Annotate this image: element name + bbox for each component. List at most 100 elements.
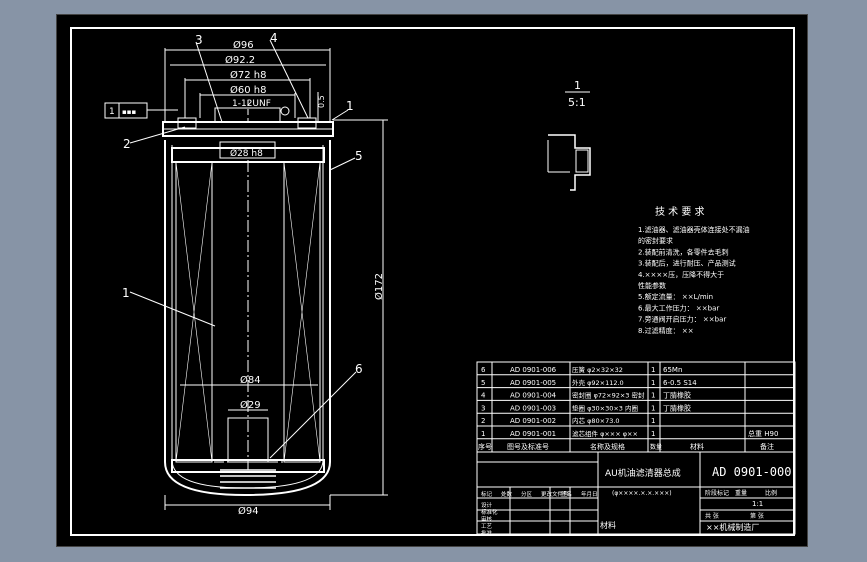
scale-value: 1:1 — [752, 500, 763, 508]
cap-seal-left — [177, 117, 197, 129]
part-code: AD 0901-003 — [510, 404, 556, 412]
datum-box-b: ▪▪▪ — [122, 108, 136, 116]
stage-label: 重量 — [735, 489, 747, 497]
part-no: 4 — [481, 392, 486, 400]
part-name: 压簧 φ2×32×32 — [572, 365, 623, 374]
revision-label: 标记 — [481, 490, 493, 498]
part-material: 丁腈橡胶 — [663, 391, 691, 400]
part-qty: 1 — [651, 417, 655, 425]
callout-4: 4 — [270, 31, 278, 45]
tech-line: 7.旁通阀开启压力： ××bar — [638, 315, 726, 324]
callout-1: 1 — [122, 286, 130, 300]
callout-5: 5 — [355, 149, 363, 163]
part-material: 丁腈橡胶 — [663, 403, 691, 412]
dim-length: Ø172 — [373, 273, 385, 300]
part-qty: 1 — [651, 379, 655, 387]
approval-label: 批准 — [481, 529, 493, 537]
tech-line: 8.过滤精度： ×× — [638, 326, 694, 335]
part-name: 外壳 φ92×112.0 — [572, 378, 624, 387]
spring — [220, 469, 276, 489]
filter-housing — [164, 140, 331, 497]
sheet-label: 共 张 — [705, 512, 719, 520]
company-name: ××机械制造厂 — [706, 522, 759, 532]
dim-gap: 0.5 — [317, 95, 326, 108]
bypass-valve — [227, 417, 269, 463]
approval-label: 标准化 — [481, 508, 498, 516]
tech-title: 技 术 要 求 — [655, 205, 705, 218]
approval-label: 设计 — [481, 501, 493, 509]
part-code: AD 0901-002 — [510, 417, 556, 425]
part-material: 65Mn — [663, 366, 682, 374]
header-code: 图号及标准号 — [507, 442, 549, 451]
part-name: 内芯 φ80×73.0 — [572, 416, 620, 425]
drawing-number: AD 0901-000 — [712, 465, 791, 479]
cap-seal-right — [297, 117, 317, 129]
part-name: 滤芯组件 φ××× φ×× — [572, 429, 638, 438]
part-no: 6 — [481, 366, 486, 374]
part-qty: 1 — [651, 430, 655, 438]
dim-d92: Ø92.2 — [225, 54, 255, 66]
material-label: 材料 — [600, 520, 616, 530]
product-sub: (φ××××.×.×.×××) — [612, 490, 672, 497]
part-no: 5 — [481, 379, 485, 387]
header-material: 材料 — [690, 442, 704, 451]
part-code: AD 0901-004 — [510, 392, 557, 400]
detail-scale: 5:1 — [568, 96, 586, 109]
revision-label: 分区 — [521, 490, 533, 498]
callout-6: 6 — [355, 362, 363, 376]
header-no: 序号 — [478, 442, 492, 451]
drawing-border — [70, 27, 795, 536]
tech-line: 1.滤油器、滤油器壳体连接处不漏油 — [638, 225, 750, 234]
tech-line: 2.装配前清洗，各零件去毛刺 — [638, 247, 729, 256]
part-no: 1 — [481, 430, 485, 438]
revision-label: 更改文件号 — [541, 490, 569, 498]
callout-3: 3 — [195, 33, 203, 47]
dim-d72: Ø72 h8 — [230, 69, 266, 81]
dim-d29: Ø29 — [240, 399, 261, 411]
revision-label: 年月日 — [581, 490, 598, 498]
detail-number: 1 — [574, 79, 581, 92]
part-qty: 1 — [651, 404, 655, 412]
callout-1-top: 1 — [346, 99, 354, 113]
tech-line: 4.××××压，压降不得大于 — [638, 270, 724, 279]
dim-d96: Ø96 — [233, 39, 254, 51]
part-material: 6-0.5 S14 — [663, 379, 697, 387]
approval-label: 工艺 — [481, 523, 493, 530]
tech-line: 性能参数 — [638, 281, 666, 290]
tech-line: 的密封要求 — [638, 236, 673, 245]
header-name: 名称及规格 — [590, 442, 625, 451]
tech-line: 6.最大工作压力： ××bar — [638, 303, 719, 312]
detail-section — [548, 134, 591, 191]
part-name: 垫圈 φ30×30×3 内圈 — [572, 403, 638, 412]
stage-label: 阶段标记 — [705, 489, 729, 497]
header-qty: 数量 — [650, 443, 662, 451]
stage-label: 比例 — [765, 489, 777, 497]
part-no: 2 — [481, 417, 485, 425]
product-name: AU机油滤清器总成 — [605, 467, 681, 479]
sheet-label: 第 张 — [750, 512, 764, 520]
part-qty: 1 — [651, 392, 655, 400]
tech-line: 3.装配后，进行耐压、产品测试 — [638, 259, 736, 268]
title-block — [476, 451, 796, 535]
header-note: 备注 — [760, 442, 774, 451]
part-note: 总重 H90 — [748, 429, 778, 438]
part-code: AD 0901-006 — [510, 366, 557, 374]
dim-d84: Ø84 — [240, 374, 261, 386]
revision-label: 签名 — [561, 490, 572, 498]
element-bottom-cap — [171, 459, 325, 473]
callout-2: 2 — [123, 137, 131, 151]
part-qty: 1 — [651, 366, 655, 374]
tech-line: 5.额定流量： ××L/min — [638, 292, 713, 301]
revision-label: 处数 — [501, 490, 513, 498]
dim-d94: Ø94 — [238, 505, 259, 517]
part-code: AD 0901-001 — [510, 430, 556, 438]
part-no: 3 — [481, 404, 485, 412]
approval-label: 审核 — [481, 515, 493, 523]
part-name: 密封圈 φ72×92×3 密封 — [572, 391, 645, 400]
datum-box-a: 1 — [109, 107, 115, 117]
dim-thread: 1-12UNF — [232, 99, 271, 109]
dim-d60: Ø60 h8 — [230, 84, 266, 96]
drawing-sheet — [56, 14, 808, 547]
dim-d28: Ø28 h8 — [230, 148, 263, 159]
